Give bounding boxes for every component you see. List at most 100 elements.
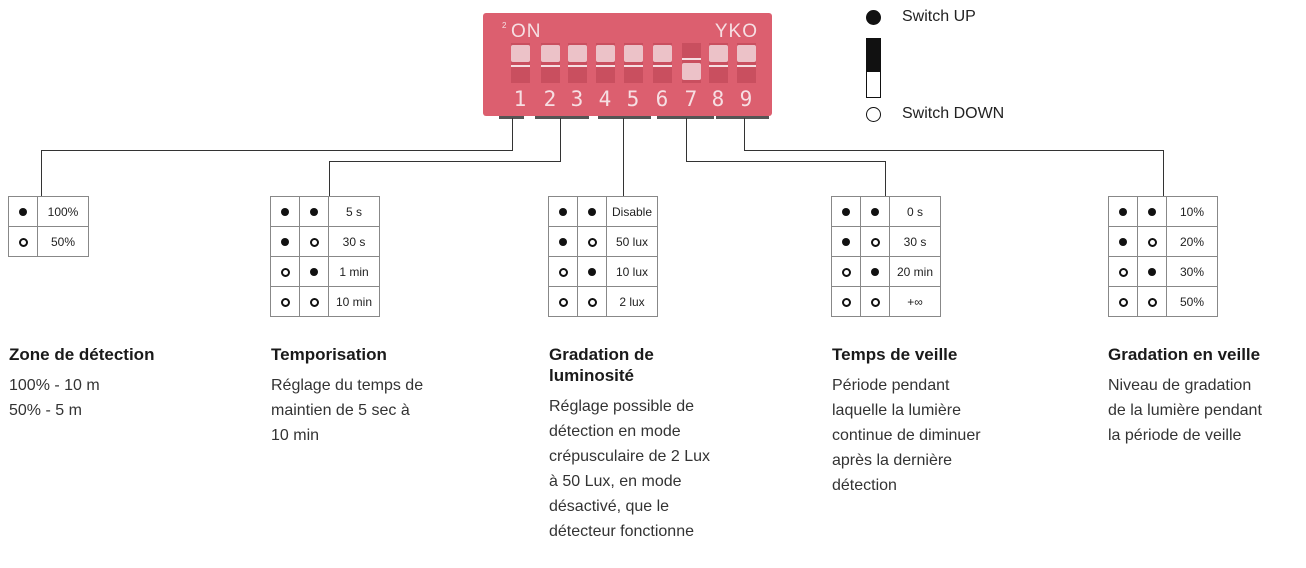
dip-number: 5 — [621, 87, 645, 111]
title-gradation-luminosite: Gradation de luminosité — [549, 344, 654, 386]
switch-state-cell — [1138, 227, 1167, 257]
dip-lever — [596, 45, 615, 62]
desc-line: 50% - 5 m — [9, 398, 100, 423]
table-row: 10 lux — [549, 257, 658, 287]
switch-up-icon — [1148, 208, 1156, 216]
switch-up-block — [866, 38, 881, 71]
switch-up-icon — [281, 208, 289, 216]
table-row: 50 lux — [549, 227, 658, 257]
switch-up-icon — [1119, 238, 1127, 246]
switch-up-icon — [281, 238, 289, 246]
table-row: 1 min — [271, 257, 380, 287]
switch-up-icon — [310, 208, 318, 216]
dip-ridge — [682, 58, 701, 60]
dip-slot — [511, 43, 530, 83]
dip-lever — [568, 45, 587, 62]
dip-slot — [568, 43, 587, 83]
desc-line: de la lumière pendant — [1108, 398, 1262, 423]
dip-slot — [624, 43, 643, 83]
switch-state-cell — [832, 257, 861, 287]
setting-value: 100% — [38, 197, 89, 227]
dip-number: 9 — [734, 87, 758, 111]
dip-slot — [709, 43, 728, 83]
desc-gradation-veille: Niveau de gradation de la lumière pendan… — [1108, 373, 1262, 448]
desc-line: 10 min — [271, 423, 423, 448]
switch-down-icon — [310, 298, 319, 307]
switch-up-icon — [871, 268, 879, 276]
switch-up-icon — [871, 208, 879, 216]
desc-gradation-luminosite: Réglage possible de détection en mode cr… — [549, 394, 710, 544]
switch-up-icon — [310, 268, 318, 276]
switch-up-icon — [1148, 268, 1156, 276]
desc-line: maintien de 5 sec à — [271, 398, 423, 423]
dip-slot — [653, 43, 672, 83]
desc-line: Période pendant — [832, 373, 981, 398]
switch-state-cell — [1138, 257, 1167, 287]
setting-value: 50 lux — [607, 227, 658, 257]
dip-ridge — [709, 65, 728, 67]
dip-lever — [709, 45, 728, 62]
dip-lever — [511, 45, 530, 62]
desc-line: crépusculaire de 2 Lux — [549, 444, 710, 469]
table-row: Disable — [549, 197, 658, 227]
setting-value: 2 lux — [607, 287, 658, 317]
switch-state-cell — [549, 197, 578, 227]
switch-down-icon — [19, 238, 28, 247]
dip-small-mark: 2 — [502, 21, 506, 30]
desc-line: continue de diminuer — [832, 423, 981, 448]
switch-down-icon — [871, 238, 880, 247]
switch-up-icon — [559, 208, 567, 216]
dip-brand: YKO — [715, 21, 758, 43]
switch-state-cell — [549, 287, 578, 317]
table-row: 2 lux — [549, 287, 658, 317]
dip-number: 8 — [706, 87, 730, 111]
switch-up-icon — [559, 238, 567, 246]
switch-state-cell — [1109, 257, 1138, 287]
desc-temporisation: Réglage du temps de maintien de 5 sec à … — [271, 373, 423, 448]
dip-slot — [541, 43, 560, 83]
setting-value: 0 s — [890, 197, 941, 227]
title-temporisation: Temporisation — [271, 344, 387, 365]
switch-up-icon — [842, 238, 850, 246]
table-row: 20 min — [832, 257, 941, 287]
switch-state-cell — [832, 227, 861, 257]
dip-ridge — [596, 65, 615, 67]
desc-line: la période de veille — [1108, 423, 1262, 448]
dip-number: 3 — [565, 87, 589, 111]
switch-settings-table: 100%50% — [8, 196, 89, 257]
dip-slot — [596, 43, 615, 83]
dip-ridge — [737, 65, 756, 67]
switch-state-cell — [300, 197, 329, 227]
switch-down-dot-icon — [866, 107, 881, 122]
table-row: 20% — [1109, 227, 1218, 257]
switch-down-icon — [588, 238, 597, 247]
switch-state-cell — [1109, 227, 1138, 257]
setting-value: 30 s — [329, 227, 380, 257]
switch-down-block — [866, 71, 881, 98]
switch-up-icon — [842, 208, 850, 216]
setting-value: 10 lux — [607, 257, 658, 287]
switch-state-cell — [832, 197, 861, 227]
switch-state-cell — [271, 197, 300, 227]
table-row: 50% — [1109, 287, 1218, 317]
switch-state-cell — [861, 197, 890, 227]
dip-number: 1 — [508, 87, 532, 111]
switch-group-bracket — [598, 116, 651, 119]
setting-value: 10 min — [329, 287, 380, 317]
setting-value: 20 min — [890, 257, 941, 287]
dip-number: 6 — [650, 87, 674, 111]
switch-down-icon — [310, 238, 319, 247]
dip-lever — [624, 45, 643, 62]
table-row: 30% — [1109, 257, 1218, 287]
setting-value: 5 s — [329, 197, 380, 227]
setting-value: 30% — [1167, 257, 1218, 287]
switch-state-cell — [271, 287, 300, 317]
setting-value: +∞ — [890, 287, 941, 317]
dip-lever — [682, 63, 701, 80]
desc-line: laquelle la lumière — [832, 398, 981, 423]
dip-ridge — [541, 65, 560, 67]
switch-state-cell — [1138, 287, 1167, 317]
dip-ridge — [511, 65, 530, 67]
